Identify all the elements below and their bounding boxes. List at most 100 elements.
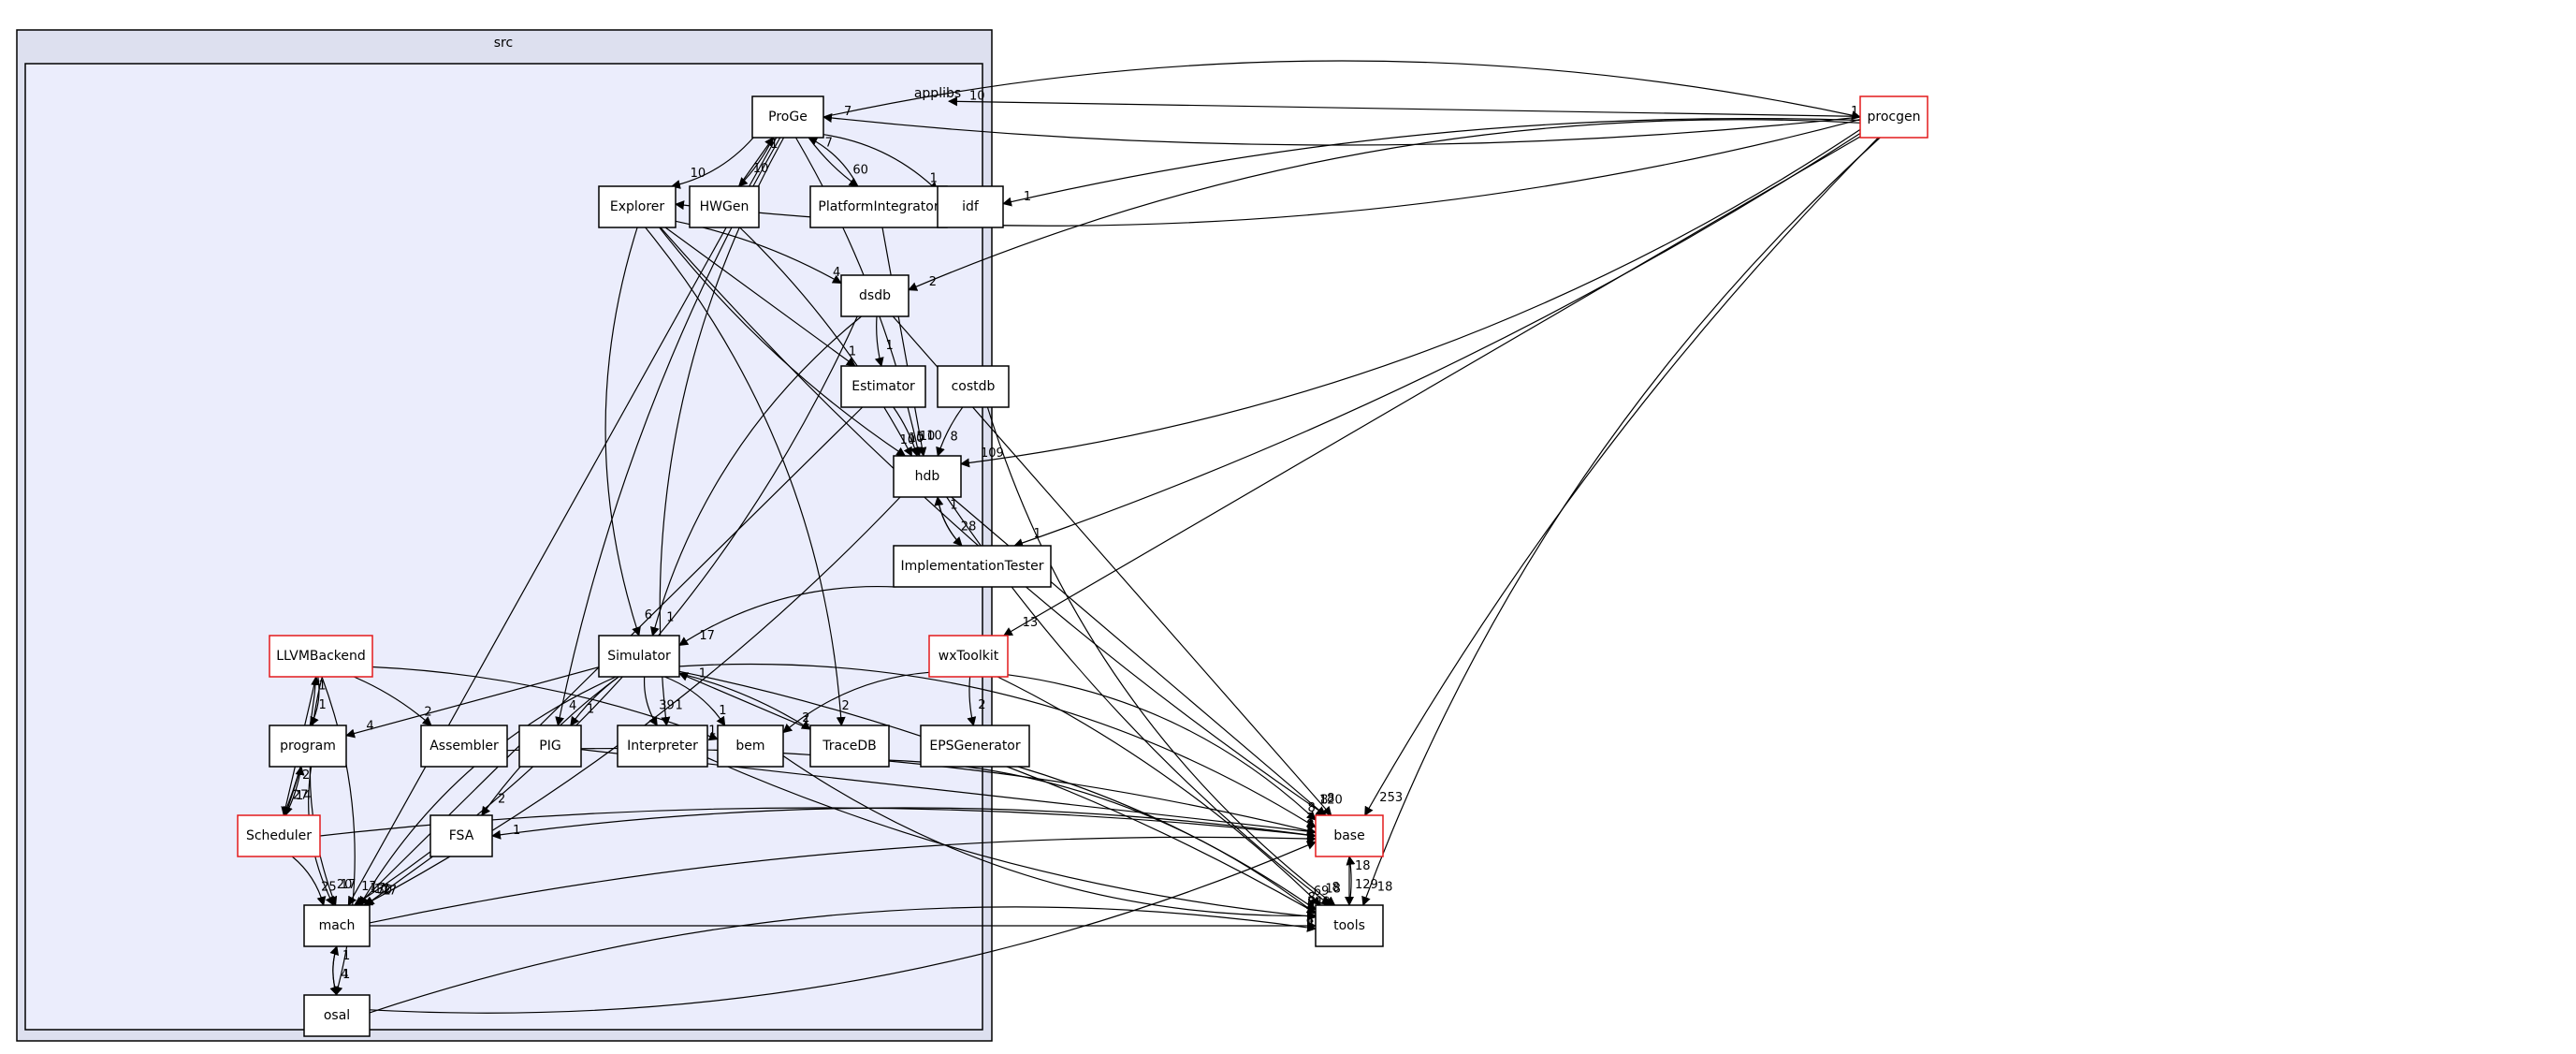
edge-Scheduler-to-program[interactable] xyxy=(284,766,305,816)
edge-Explorer-to-TraceDB[interactable] xyxy=(645,227,846,726)
node-dsdb-label[interactable]: dsdb xyxy=(859,288,891,303)
node-mach-box[interactable] xyxy=(303,904,371,947)
node-Simulator-box[interactable] xyxy=(598,635,680,678)
edge-label-Simulator-to-PIG[interactable]: 1 xyxy=(587,703,594,717)
edge-Explorer-to-hdb[interactable] xyxy=(659,227,907,457)
edge-label-Explorer-to-dsdb[interactable]: 4 xyxy=(833,266,840,280)
node-ImplementationTester-box[interactable] xyxy=(893,545,1052,588)
edge-label-costdb-to-hdb[interactable]: 8 xyxy=(951,431,958,445)
edge-LLVMBackend-to-bem[interactable] xyxy=(371,666,719,741)
edge-Scheduler-to-mach[interactable] xyxy=(291,856,327,906)
edge-label-Scheduler-to-LLVMBackend[interactable]: 1 xyxy=(318,680,326,694)
edge-label-osal-to-base[interactable]: 8 xyxy=(1306,832,1314,846)
node-Assembler[interactable]: Assembler xyxy=(420,725,508,768)
edge-FSA-to-mach[interactable] xyxy=(364,856,433,906)
edge-Simulator-to-program[interactable] xyxy=(345,666,600,739)
node-osal-box[interactable] xyxy=(303,994,371,1037)
edge-label-Simulator-to-bem[interactable]: 1 xyxy=(719,704,726,718)
edge-label-program-to-Scheduler[interactable]: 14 xyxy=(296,789,312,803)
node-TraceDB-label[interactable]: TraceDB xyxy=(822,739,877,754)
edge-PlatformIntegrator-to-ProGe[interactable] xyxy=(808,137,859,187)
edge-ProGe-to-Explorer[interactable] xyxy=(670,137,754,189)
edge-label-base-to-FSA[interactable]: 1 xyxy=(513,824,520,838)
edge-Explorer-to-Simulator[interactable] xyxy=(604,227,641,637)
node-costdb[interactable]: costdb xyxy=(937,365,1010,408)
edge-label-ProGe-to-idf[interactable]: 1 xyxy=(930,172,938,186)
edge-Simulator-to-mach[interactable] xyxy=(359,676,617,906)
edge-label-Simulator-to-TraceDB[interactable]: 2 xyxy=(802,711,809,725)
node-dsdb[interactable]: dsdb xyxy=(840,274,910,317)
edge-label-bem-to-tools[interactable]: 8 xyxy=(1307,900,1315,914)
node-mach-label[interactable]: mach xyxy=(319,918,356,933)
edge-label-LLVMBackend-to-Scheduler[interactable]: 27 xyxy=(293,788,309,802)
edge-label-LLVMBackend-to-mach[interactable]: 17 xyxy=(341,878,357,892)
edge-Simulator-to-Interpreter[interactable] xyxy=(643,676,658,726)
edge-label-Simulator-to-Interpreter[interactable]: 39 xyxy=(659,699,675,713)
node-wxToolkit-label[interactable]: wxToolkit xyxy=(939,649,999,664)
node-program-label[interactable]: program xyxy=(280,739,336,754)
node-PlatformIntegrator-label[interactable]: PlatformIntegrator xyxy=(818,199,939,214)
node-FSA-label[interactable]: FSA xyxy=(449,828,474,843)
edge-tools-to-base[interactable] xyxy=(1346,856,1356,906)
edge-label-ProGe-to-PIG[interactable]: 4 xyxy=(569,699,576,713)
node-procgen-label[interactable]: procgen xyxy=(1868,110,1921,124)
edge-procgen-to-ImplementationTester[interactable] xyxy=(1013,132,1861,548)
edge-label-wxToolkit-to-EPSGenerator[interactable]: 2 xyxy=(978,698,985,712)
node-FSA-box[interactable] xyxy=(429,814,493,857)
node-HWGen-box[interactable] xyxy=(689,185,760,228)
cluster-applibs-label[interactable]: applibs xyxy=(914,86,961,101)
edge-label-FSA-to-mach[interactable]: 2 xyxy=(384,885,391,899)
node-Estimator[interactable]: Estimator xyxy=(840,365,926,408)
edge-label-wxToolkit-to-bem[interactable]: 1 xyxy=(803,715,810,729)
edge-label-ImplementationTester-to-hdb[interactable]: 1 xyxy=(950,498,957,512)
node-costdb-label[interactable]: costdb xyxy=(952,379,996,394)
node-HWGen-label[interactable]: HWGen xyxy=(700,199,750,214)
edge-label-program-to-mach[interactable]: 20 xyxy=(337,878,353,892)
node-bem-box[interactable] xyxy=(717,725,784,768)
edge-label-wxToolkit-to-base[interactable]: 8 xyxy=(1308,801,1316,815)
edge-ProGe-to-mach[interactable] xyxy=(347,137,778,906)
edge-Estimator-to-hdb[interactable] xyxy=(893,406,920,457)
edge-label-Scheduler-to-base[interactable]: 8 xyxy=(1306,824,1314,838)
edge-label-procgen-to-ImplementationTester[interactable]: 1 xyxy=(1034,527,1041,541)
edge-label-ImplementationTester-to-Simulator[interactable]: 17 xyxy=(699,629,715,643)
edge-label-procgen-to-dsdb[interactable]: 2 xyxy=(929,275,937,289)
edge-osal-to-mach[interactable] xyxy=(329,945,340,996)
node-PIG-label[interactable]: PIG xyxy=(539,739,560,754)
edge-label-PIG-to-base[interactable]: 8 xyxy=(1306,818,1314,832)
edge-label-ProGe-to-PlatformIntegrator[interactable]: 60 xyxy=(852,164,868,178)
node-osal[interactable]: osal xyxy=(303,994,371,1037)
node-Interpreter[interactable]: Interpreter xyxy=(617,725,708,768)
edge-wxToolkit-to-base[interactable] xyxy=(1007,674,1317,821)
edge-EPSGenerator-to-tools[interactable] xyxy=(1017,766,1317,911)
edge-label-Estimator-to-mach[interactable]: 17 xyxy=(374,883,390,897)
edge-label-osal-to-mach[interactable]: 1 xyxy=(342,949,350,963)
edge-label-mach-to-tools[interactable]: 4 xyxy=(1306,914,1314,928)
edge-ProGe-to-idf[interactable] xyxy=(822,134,939,192)
edge-ImplementationTester-to-Simulator[interactable] xyxy=(678,585,896,646)
edge-label-wxToolkit-to-tools[interactable]: 69 xyxy=(1314,885,1330,899)
edge-mach-to-base[interactable] xyxy=(369,833,1317,924)
edge-Simulator-to-base[interactable] xyxy=(678,663,1317,828)
edge-label-Explorer-to-hdb[interactable]: 10 xyxy=(900,433,916,447)
edge-ImplementationTester-to-hdb[interactable] xyxy=(934,496,963,547)
edge-label-Interpreter-to-tools[interactable]: 8 xyxy=(1307,901,1315,915)
edge-label-TraceDB-to-Simulator[interactable]: 1 xyxy=(699,667,706,681)
edge-label-Explorer-to-TraceDB[interactable]: 2 xyxy=(842,699,850,713)
node-procgen[interactable]: procgen xyxy=(1859,95,1928,139)
edge-LLVMBackend-to-Assembler[interactable] xyxy=(353,676,432,726)
node-idf-box[interactable] xyxy=(937,185,1004,228)
edge-label-dsdb-to-mach[interactable]: 17 xyxy=(370,882,386,896)
edge-wxToolkit-to-tools[interactable] xyxy=(997,676,1321,906)
node-bem-label[interactable]: bem xyxy=(735,739,764,754)
node-Scheduler-label[interactable]: Scheduler xyxy=(246,828,312,843)
edge-label-Scheduler-to-mach[interactable]: 25 xyxy=(321,881,337,895)
edge-label-mach-to-base[interactable]: 8 xyxy=(1306,828,1314,842)
edge-label-procgen-to-hdb[interactable]: 109 xyxy=(981,446,1004,461)
edge-label-ProGe-to-procgen[interactable]: 1 xyxy=(1851,105,1858,119)
edge-label-costdb-to-tools[interactable]: 8 xyxy=(1332,881,1340,895)
node-tools-label[interactable]: tools xyxy=(1333,918,1365,933)
edge-label-ProGe-to-Explorer[interactable]: 10 xyxy=(691,167,706,181)
edge-wxToolkit-to-bem[interactable] xyxy=(782,671,930,734)
edge-label-ProGe-to-hdb[interactable]: 10 xyxy=(920,430,936,444)
